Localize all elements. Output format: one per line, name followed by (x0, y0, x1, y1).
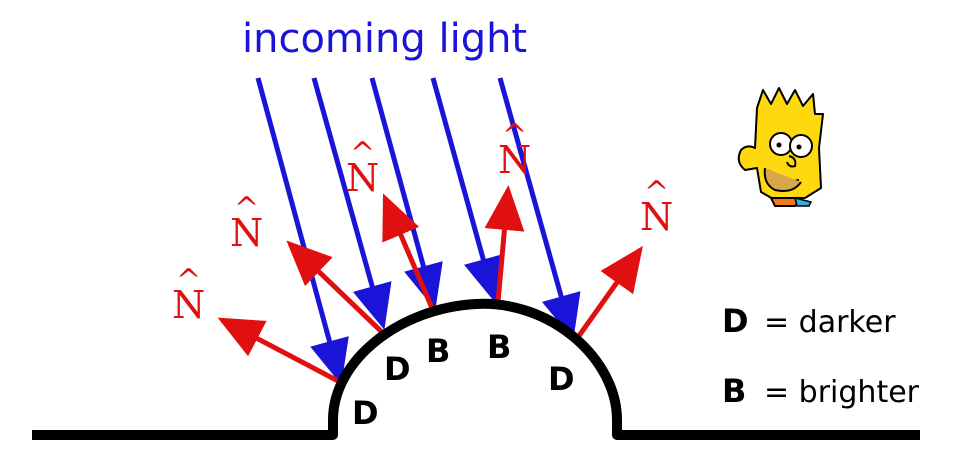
region-labels: D D B B D (352, 328, 575, 432)
light-ray (369, 77, 443, 310)
normal-arrow (484, 185, 525, 303)
legend-item-darker: D = darker (722, 302, 896, 340)
svg-text:B: B (722, 372, 746, 410)
legend-item-brighter: B = brighter (722, 372, 920, 410)
legend: D = darker B = brighter (722, 302, 920, 410)
svg-text:N: N (172, 283, 205, 327)
normal-arrow (286, 240, 387, 337)
svg-text:^: ^ (234, 191, 259, 226)
svg-text:^: ^ (350, 136, 375, 171)
light-ray (497, 77, 581, 340)
surface-with-bump (32, 298, 920, 440)
surface-normals (217, 185, 643, 385)
svg-text:^: ^ (644, 175, 669, 210)
svg-text:D: D (722, 302, 749, 340)
svg-text:N: N (230, 211, 263, 255)
diagram-title: incoming light (242, 16, 527, 62)
svg-text:^: ^ (176, 263, 201, 298)
region-label: D (384, 350, 411, 388)
svg-text:^: ^ (502, 118, 527, 153)
region-label: B (487, 328, 511, 366)
region-label: D (352, 394, 379, 432)
svg-text:= darker: = darker (764, 305, 896, 340)
light-ray (430, 77, 503, 303)
normal-labels: ^ N ^ N ^ N ^ N ^ N (172, 118, 673, 327)
light-ray (311, 77, 392, 330)
svg-text:N: N (346, 156, 379, 200)
region-label: D (548, 360, 575, 398)
normal-arrow (573, 245, 643, 342)
normal-label: ^ N (172, 263, 205, 327)
normal-arrow (382, 193, 435, 309)
normal-label: ^ N (230, 191, 263, 255)
light-ray (255, 77, 349, 385)
incoming-light-rays (255, 77, 581, 385)
region-label: B (426, 332, 450, 370)
bart-simpson-head-icon (737, 87, 824, 207)
normal-arrow (217, 317, 342, 385)
normal-label: ^ N (346, 136, 379, 200)
svg-text:= brighter: = brighter (764, 375, 920, 410)
svg-text:N: N (498, 138, 531, 182)
normal-label: ^ N (498, 118, 531, 182)
normal-label: ^ N (640, 175, 673, 239)
svg-text:N: N (640, 195, 673, 239)
